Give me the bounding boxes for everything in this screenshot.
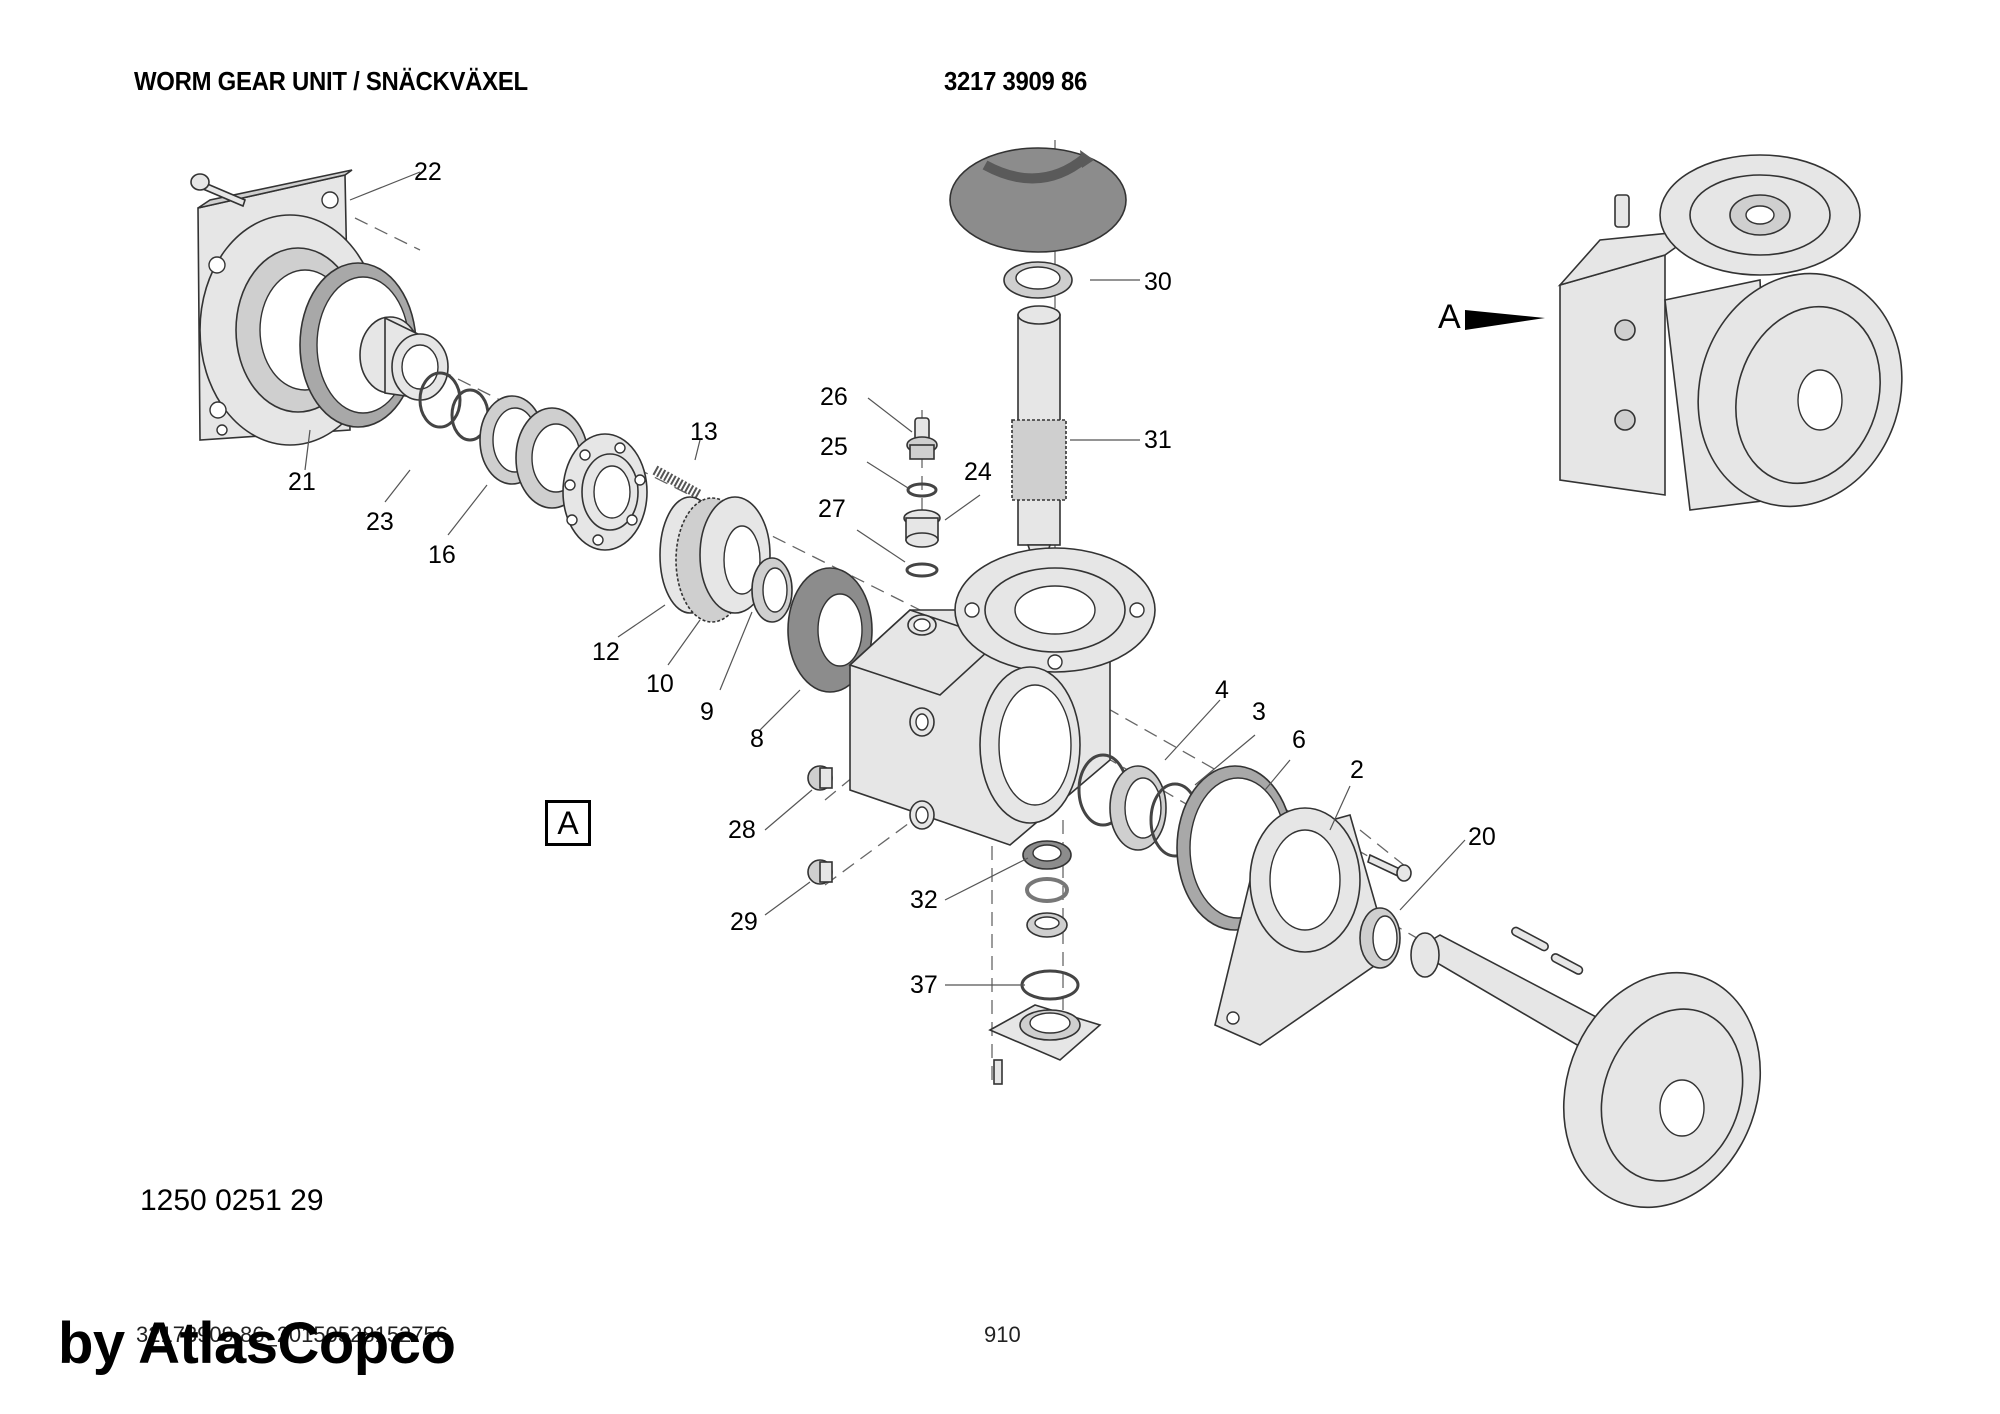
diagram-title: WORM GEAR UNIT / SNÄCKVÄXEL [134, 66, 528, 96]
part-37-o-ring[interactable] [1020, 969, 1080, 1001]
callout-9[interactable]: 9 [700, 698, 714, 726]
part-24-adapter[interactable] [903, 509, 941, 548]
callout-20[interactable]: 20 [1468, 823, 1496, 851]
callout-labels: 22 21 23 16 13 12 10 9 8 26 25 24 27 30 … [288, 158, 1496, 999]
callout-13[interactable]: 13 [690, 418, 718, 446]
part-number: 1250 0251 29 [140, 1184, 324, 1217]
part-25-o-ring[interactable] [906, 482, 938, 498]
callout-32[interactable]: 32 [910, 886, 938, 914]
gearbox-housing [848, 547, 1156, 846]
bottom-cover [988, 1004, 1102, 1085]
spacer-washer [1025, 877, 1069, 903]
part-30-shaft-seal[interactable] [1003, 261, 1073, 299]
part-2-bearing-housing[interactable] [1214, 807, 1391, 1046]
part-10-worm-gear[interactable] [675, 496, 771, 623]
part-8-shaft-seal[interactable] [787, 567, 873, 693]
hex-bolt-icon [1367, 853, 1412, 882]
output-flange [1562, 971, 1762, 1209]
callout-8[interactable]: 8 [750, 725, 764, 753]
callout-21[interactable]: 21 [288, 468, 316, 496]
callout-22[interactable]: 22 [414, 158, 442, 186]
callout-10[interactable]: 10 [646, 670, 674, 698]
callout-31[interactable]: 31 [1144, 426, 1172, 454]
callout-23[interactable]: 23 [366, 508, 394, 536]
view-a-arrow-icon [1465, 310, 1545, 330]
callout-3[interactable]: 3 [1252, 698, 1266, 726]
part-20-shaft-seal[interactable] [1359, 907, 1401, 969]
watermark: by AtlasCopco [58, 1311, 456, 1376]
callout-30[interactable]: 30 [1144, 268, 1172, 296]
callout-6[interactable]: 6 [1292, 726, 1306, 754]
view-a-reference-box: A [545, 800, 591, 846]
page-number: 910 [984, 1322, 1021, 1347]
file-reference: 32173909 86_20150528152756 [136, 1322, 448, 1347]
view-a-arrow-label: A [1438, 298, 1461, 336]
callout-28[interactable]: 28 [728, 816, 756, 844]
callout-27[interactable]: 27 [818, 495, 846, 523]
callout-12[interactable]: 12 [592, 638, 620, 666]
part-27-o-ring[interactable] [905, 562, 939, 578]
callout-26[interactable]: 26 [820, 383, 848, 411]
part-9-bushing[interactable] [751, 557, 793, 623]
coupling-sleeve [359, 316, 449, 401]
callout-25[interactable]: 25 [820, 433, 848, 461]
callout-4[interactable]: 4 [1215, 676, 1229, 704]
part-29-plug[interactable] [807, 859, 833, 885]
callout-37[interactable]: 37 [910, 971, 938, 999]
part-13-spring[interactable] [652, 465, 703, 500]
callout-16[interactable]: 16 [428, 541, 456, 569]
bolt-icon [190, 173, 246, 208]
part-32-bearing[interactable] [1022, 840, 1072, 870]
cover-disc [949, 147, 1127, 253]
callout-24[interactable]: 24 [964, 458, 992, 486]
assembled-view-a [1557, 154, 1903, 511]
lower-lock-nut [1026, 912, 1068, 938]
callout-2[interactable]: 2 [1350, 756, 1364, 784]
leader-lines [304, 171, 1466, 986]
clutch-hub [562, 433, 648, 551]
callout-29[interactable]: 29 [730, 908, 758, 936]
part-28-plug[interactable] [807, 765, 833, 791]
document-number: 3217 3909 86 [944, 66, 1088, 96]
part-31-worm-shaft[interactable] [1011, 305, 1067, 561]
part-26-breather-plug[interactable] [906, 417, 938, 460]
